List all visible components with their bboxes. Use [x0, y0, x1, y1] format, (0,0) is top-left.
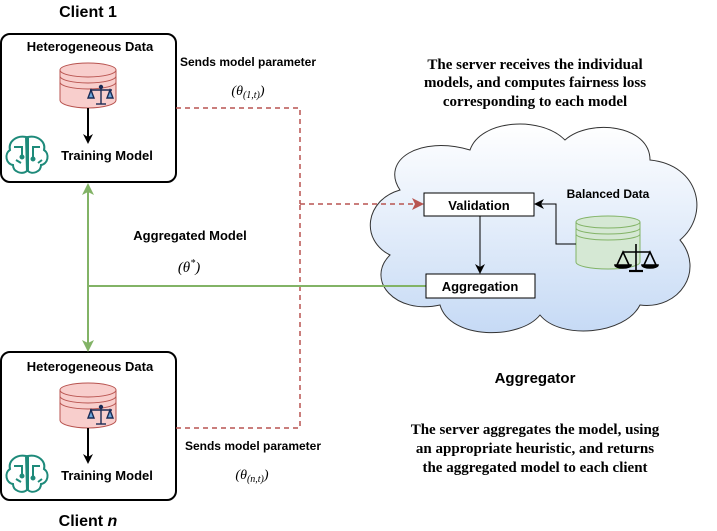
client1-model-label: Training Model: [61, 148, 153, 163]
clientn-brain-icon: [5, 454, 49, 493]
note-bottom-line3: the aggregated model to each client: [422, 460, 647, 476]
validation-label: Validation: [448, 198, 509, 213]
aggregated-label: Aggregated Model: [133, 228, 246, 243]
note-bottom-line2: an appropriate heuristic, and returns: [416, 441, 654, 457]
clientn-scale-icon: [86, 404, 115, 425]
note-top-line3: corresponding to each model: [443, 94, 627, 110]
clientn-send-edge: [176, 204, 301, 429]
balanced-data-label: Balanced Data: [567, 187, 650, 201]
client1-scale-icon: [86, 84, 115, 105]
send-top-param: (θ(1,t)): [231, 84, 265, 101]
aggregation-label: Aggregation: [442, 279, 519, 294]
send-top-label: Sends model parameter: [180, 55, 316, 69]
balanced-database-icon: [575, 215, 641, 270]
aggregator-label: Aggregator: [495, 370, 576, 387]
note-bottom-line1: The server aggregates the model, using: [411, 422, 660, 438]
client1-title: Client 1: [59, 4, 117, 21]
client1-send-edge: [176, 107, 301, 204]
send-bottom-param: (θ(n,t)): [235, 468, 269, 485]
balanced-scale-icon: [614, 244, 659, 273]
clientn-title: Client n: [59, 513, 118, 530]
note-top-line2: models, and computes fairness loss: [424, 75, 646, 91]
clientn-database-icon: [59, 382, 117, 429]
aggregator-cloud: [369, 123, 698, 334]
send-bottom-label: Sends model parameter: [185, 439, 321, 453]
aggregated-param: (θ*): [178, 258, 200, 276]
client1-brain-icon: [5, 135, 49, 174]
aggregation-box: [425, 273, 536, 299]
client1-database-icon: [59, 62, 117, 109]
clientn-model-label: Training Model: [61, 468, 153, 483]
client1-data-label: Heterogeneous Data: [27, 39, 154, 54]
balanced-to-validation-arrow: [534, 199, 576, 245]
clientn-data-label: Heterogeneous Data: [27, 359, 154, 374]
note-top-line1: The server receives the individual: [427, 57, 642, 73]
